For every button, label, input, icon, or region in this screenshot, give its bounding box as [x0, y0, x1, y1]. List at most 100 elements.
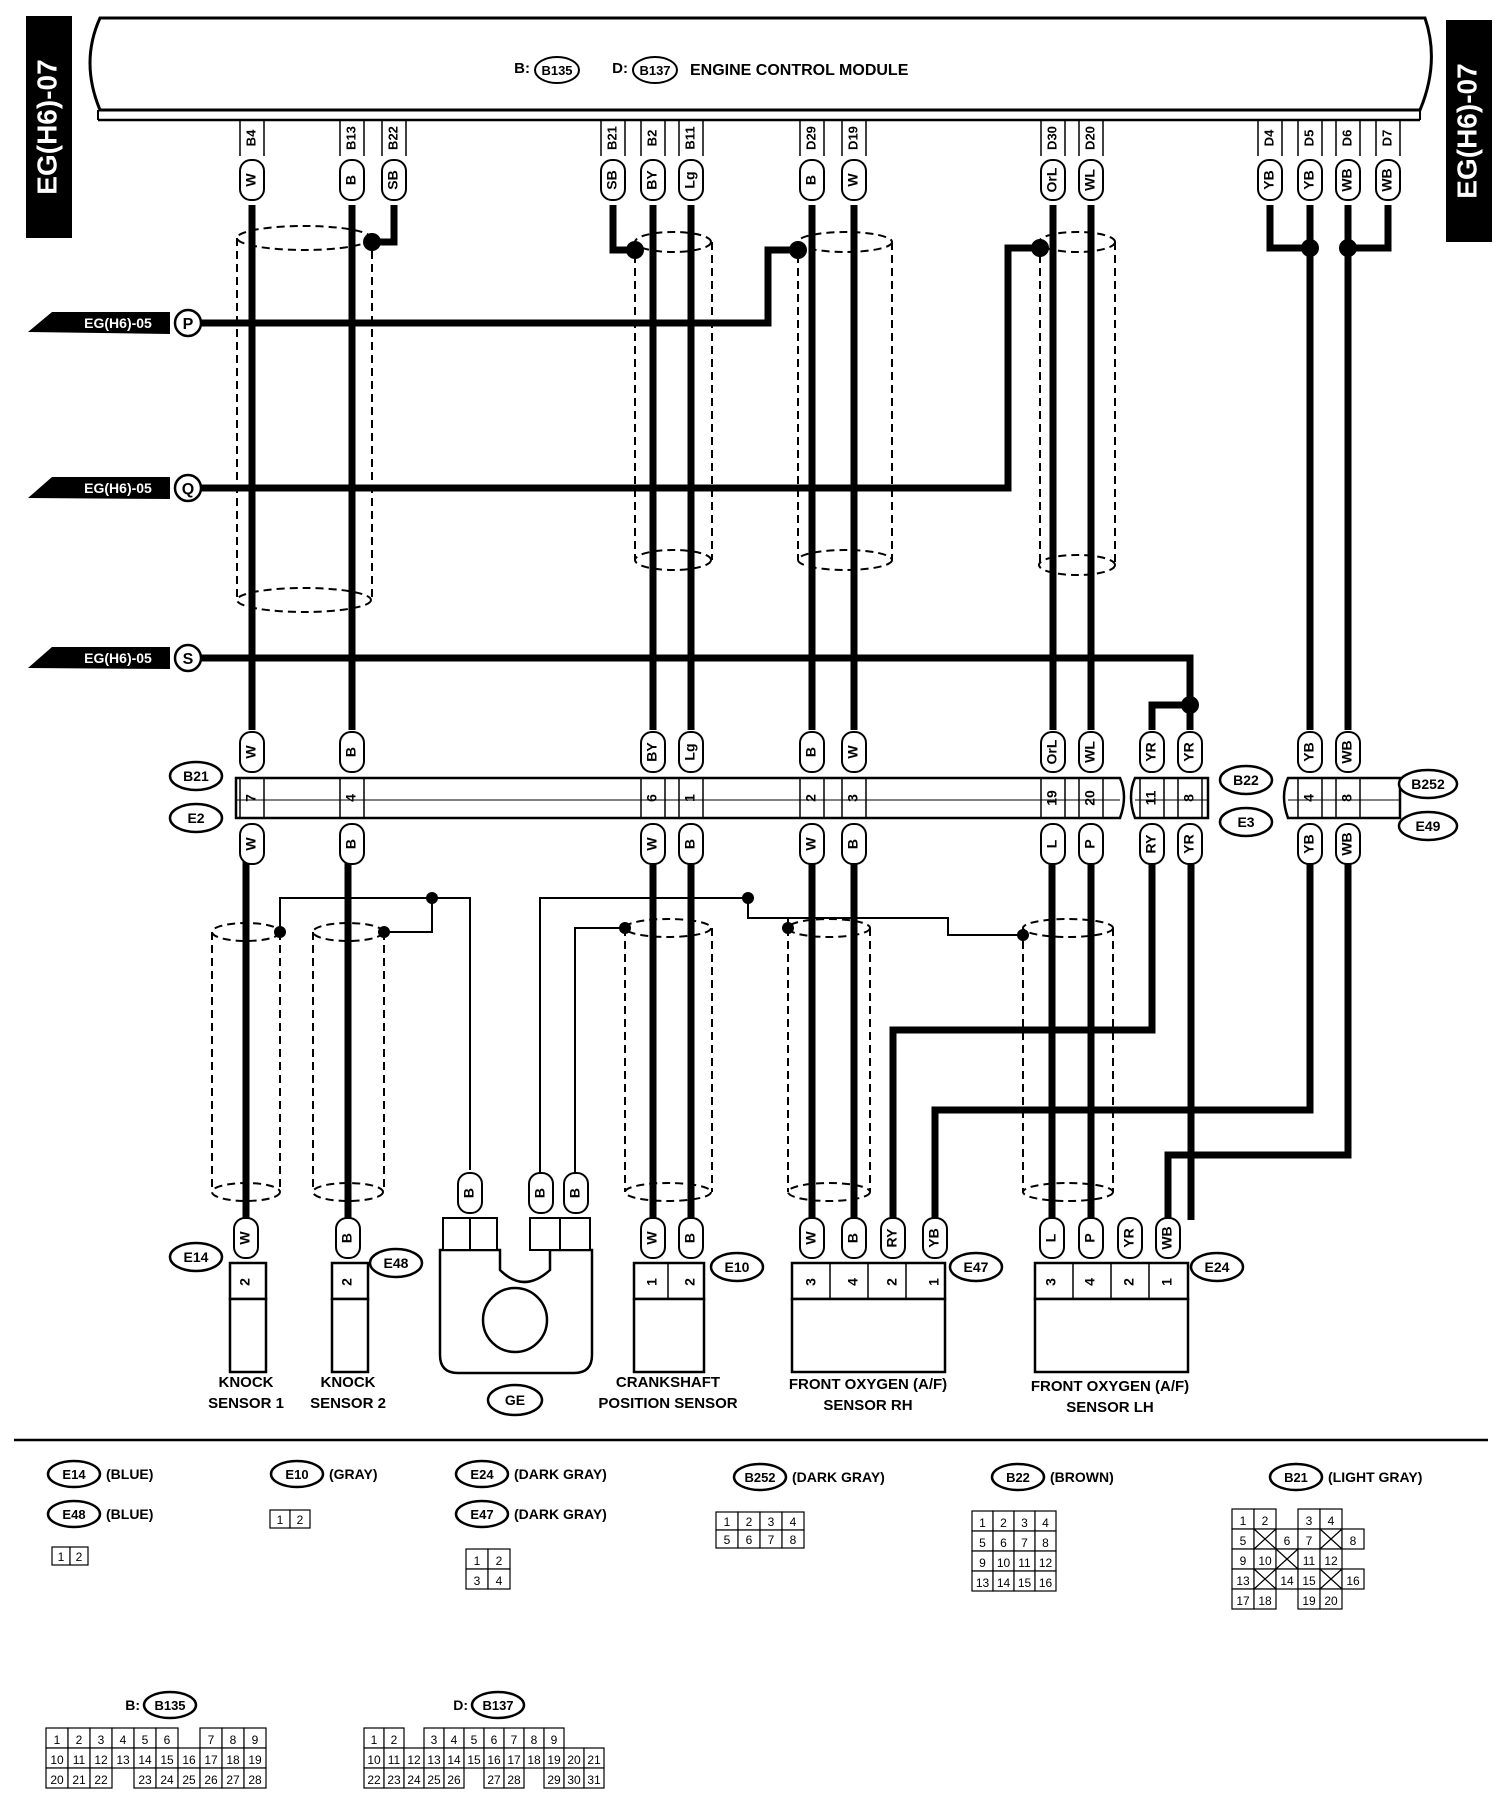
ecm-pin-b11: B11 [682, 126, 697, 149]
component-cavity-number: 1 [926, 1278, 942, 1286]
cavity-number: 18 [226, 1753, 240, 1767]
cavity-number: 19 [248, 1753, 262, 1767]
joint-connector-labels: B21 E2 B22 E3 B252 E49 [168, 760, 1459, 842]
component-id-e47: E47 [964, 1259, 989, 1275]
cavity-number: 6 [1284, 1534, 1291, 1548]
cavity-number: 4 [1042, 1516, 1049, 1530]
joint-upper-wire-color: WL [1078, 731, 1104, 773]
ecm-connector-prefix: B: [125, 1697, 140, 1713]
joint-lower-wire-color: W [640, 823, 666, 865]
cavity-number: 23 [387, 1773, 401, 1787]
component-name-line2: SENSOR LH [1066, 1399, 1154, 1416]
ecm-connector-id-badge [142, 1690, 198, 1720]
joint-lower-wire-color: W [239, 823, 265, 865]
cavity-number: 4 [451, 1733, 458, 1747]
component-wire-color-text: W [237, 1231, 253, 1245]
off-page-ref-p: EG(H6)-05 [84, 315, 152, 331]
cavity-number: 3 [98, 1733, 105, 1747]
joint-lower-wire-color: L [1040, 823, 1066, 865]
joint-cavity-number: 1 [682, 794, 698, 802]
joint-upper-wire-color-text: OrL [1044, 739, 1060, 764]
joint-right-lower-id: E49 [1416, 818, 1441, 834]
cavity-number: 4 [1328, 1514, 1335, 1528]
joint-cavity-number: 11 [1143, 790, 1159, 805]
ecm-wire-color-text: W [845, 173, 861, 187]
ground-wire-color: B [457, 1172, 483, 1214]
ecm-wire-color: B [339, 159, 365, 201]
cavity-number: 6 [164, 1733, 171, 1747]
ecm-conn-d-badge [632, 56, 678, 84]
joint-lower-wire-color-text: B [845, 839, 861, 849]
joint-lower-wire-color-text: B [343, 839, 359, 849]
ecm-prefix-d: D: [612, 60, 628, 77]
joint-upper-wire-color: YR [1177, 731, 1203, 773]
ecm-wire-color: WL [1078, 159, 1104, 201]
cavity-number: 17 [1236, 1594, 1250, 1608]
joint-upper-wire-color: YR [1139, 731, 1165, 773]
joint-right-upper-id: B252 [1411, 776, 1445, 792]
component-cavity-number: 2 [1121, 1278, 1137, 1286]
joint-mid-lower-id: E3 [1237, 814, 1254, 830]
component-wire-color: YB [922, 1217, 948, 1259]
component-id-e48: E48 [384, 1255, 409, 1271]
ecm-pin-d7: D7 [1379, 130, 1394, 147]
cavity-number: 13 [427, 1753, 441, 1767]
cavity-number: 11 [1303, 1554, 1316, 1568]
component-wire-color: YR [1117, 1217, 1143, 1259]
ecm-wire-color-text: WB [1379, 168, 1395, 191]
component-wire-color-text: WB [1159, 1226, 1175, 1249]
ecm-wire-color-text: Lg [682, 171, 698, 188]
joint-cavity-number: 19 [1044, 790, 1060, 806]
component-wire-color-text: L [1043, 1233, 1059, 1242]
component-wire-color-text: W [644, 1231, 660, 1245]
joint-upper-wire-color-text: YR [1143, 742, 1159, 761]
cavity-number: 1 [724, 1515, 731, 1529]
joint-cavity-number: 7 [243, 794, 259, 802]
joint-cavity-number: 4 [1301, 794, 1317, 802]
cavity-number: 4 [120, 1733, 127, 1747]
joint-lower-wire-color-text: P [1082, 839, 1098, 848]
ecm-conn-b-badge [534, 56, 580, 84]
joint-upper-wire-color-text: WL [1082, 741, 1098, 763]
component-wire-color-text: YB [926, 1228, 942, 1247]
ecm-pin-b2: B2 [644, 130, 659, 147]
legend-connector-id: E24 [470, 1467, 494, 1482]
section-id-right: EG(H6)-07 [1451, 63, 1482, 198]
ecm-wire-color-text: YB [1261, 170, 1277, 189]
cavity-number: 3 [1021, 1516, 1028, 1530]
joint-lower-wire-color: YR [1177, 823, 1203, 865]
component-wire-color: B [335, 1217, 361, 1259]
cavity-number: 8 [790, 1533, 797, 1547]
cavity-number: 5 [1240, 1534, 1247, 1548]
joint-lower-wire-color-text: W [243, 837, 259, 851]
cavity-number: 22 [94, 1773, 108, 1787]
legend-connector-color: (LIGHT GRAY) [1328, 1469, 1422, 1485]
component-name-line1: KNOCK [321, 1374, 376, 1391]
section-tag-right: EG(H6)-07 [1446, 20, 1492, 242]
ecm-wire-color: Lg [678, 159, 704, 201]
cavity-number: 29 [547, 1773, 561, 1787]
cavity-number: 14 [997, 1576, 1011, 1590]
component-cavity-number: 1 [644, 1278, 660, 1286]
legend-connector-id-badge [732, 1462, 788, 1492]
component-wire-color-text: B [339, 1233, 355, 1243]
ecm-box: B: B135 D: B137 ENGINE CONTROL MODULE [88, 16, 1433, 122]
component-cavity-number: 2 [237, 1278, 253, 1286]
component-bodies [228, 1248, 1190, 1375]
legend-connector-id: E48 [62, 1507, 85, 1522]
legend-connector-id-badge [1268, 1462, 1324, 1492]
cavity-number: 17 [204, 1753, 218, 1767]
cavity-number: 3 [474, 1574, 481, 1588]
ground-wire-color: B [528, 1172, 554, 1214]
cavity-number: 2 [297, 1513, 304, 1527]
ecm-wire-color: BY [640, 159, 666, 201]
ecm-wire-color: YB [1257, 159, 1283, 201]
legend-connector-color: (DARK GRAY) [514, 1506, 607, 1522]
cavity-number: 5 [142, 1733, 149, 1747]
